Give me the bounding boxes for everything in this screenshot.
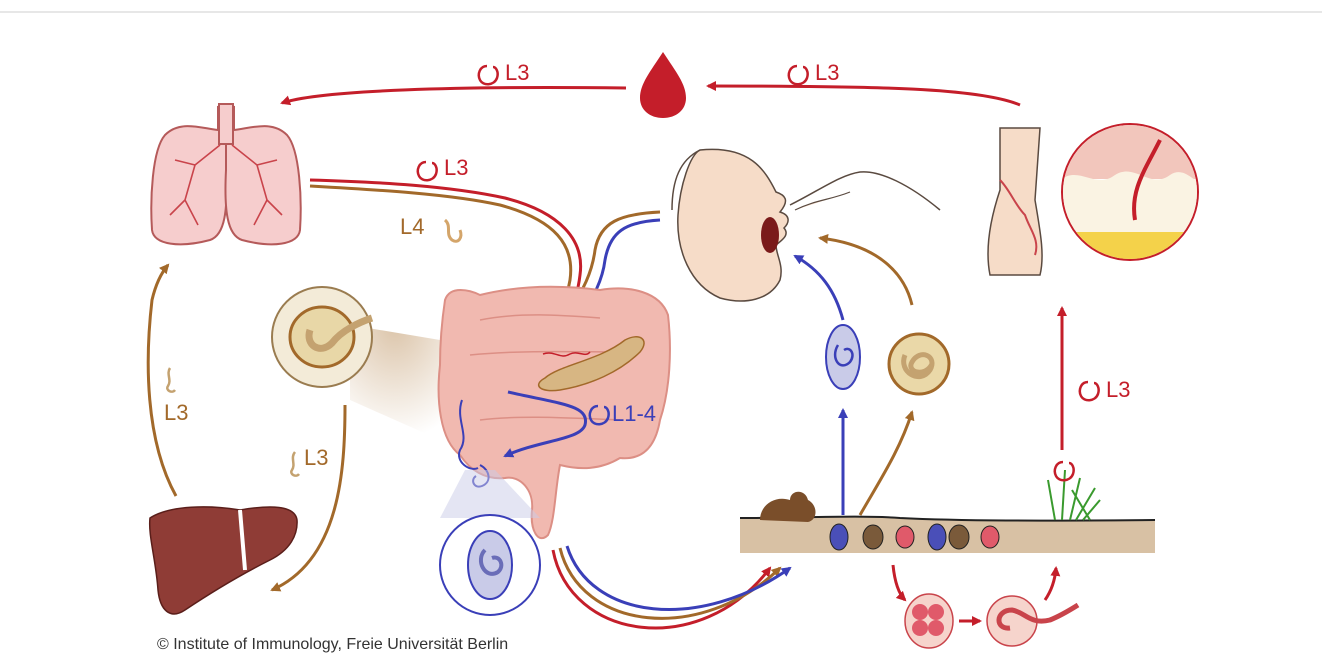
label-soil-up: L3 [1106,377,1130,402]
label-intestine: L1-4 [612,401,656,426]
label-blood-left: L3 [505,60,529,85]
copyright: © Institute of Immunology, Freie Univers… [157,636,508,654]
feces-icon [760,492,816,522]
egg-icon [826,325,860,389]
label-lung-exit-brown: L4 [400,214,424,239]
arrow-intestine-to-liver [272,405,345,590]
larva-icon [789,66,808,84]
arrow-egg-to-mouth-blue [795,256,843,320]
blood-drop-icon [640,52,686,118]
label-liver-up: L3 [164,400,188,425]
arrow-skin-to-blood [708,86,1020,105]
head-icon [672,149,788,301]
egg-icon [830,524,848,550]
soil-icon [740,492,1155,553]
egg-icon [896,526,914,548]
embryo-egg-icon [905,594,953,648]
larva-icon [479,66,498,84]
egg-icon [863,525,883,549]
arrow-to-soil-blue [567,546,790,610]
lungs-icon [151,104,300,244]
egg-icon [981,526,999,548]
arrow-to-soil-red [553,550,770,628]
larva-icon [167,368,175,392]
arrow-liver-to-lungs [148,265,176,496]
arrow-blood-to-lungs [282,88,626,103]
arrow-soil-to-egg-brown [860,412,912,515]
arrow-to-soil-brown [560,548,780,618]
liver-icon [150,507,297,614]
egg-icon [949,525,969,549]
leg-skin-icon [988,124,1200,275]
label-lung-exit-red: L3 [444,155,468,180]
larva-icon [445,220,461,241]
larva-icon [418,162,437,180]
egg-icon [889,334,949,394]
hand-icon [790,172,940,210]
egg-icon [928,524,946,550]
arrow-egg-develop [893,565,905,600]
arrow-develop-to-l3 [1045,568,1056,600]
label-blood-right: L3 [815,60,839,85]
larva-icon [1080,382,1099,400]
rhabditiform-larva-icon [987,596,1037,646]
larva-icon [291,452,299,476]
label-liver-down: L3 [304,445,328,470]
